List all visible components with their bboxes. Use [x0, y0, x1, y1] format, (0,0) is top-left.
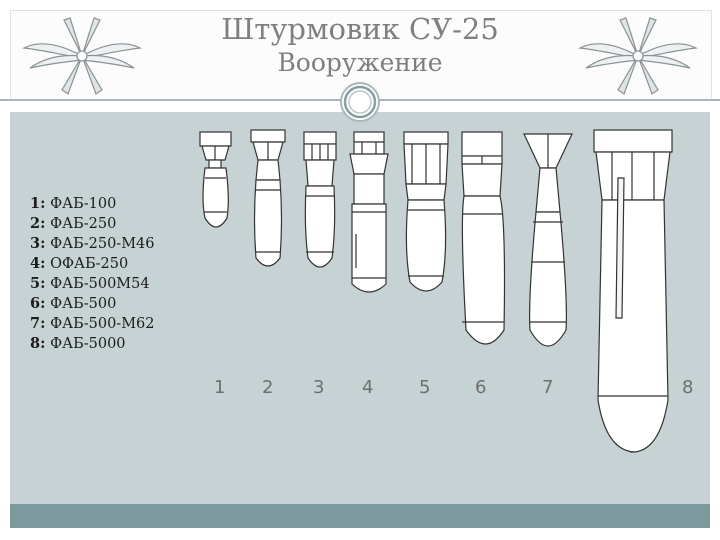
legend-item: 1: ФАБ-100 — [30, 194, 220, 214]
title-line-2: Вооружение — [277, 48, 443, 77]
legend-item: 2: ФАБ-250 — [30, 214, 220, 234]
bomb-number-label: 2 — [262, 377, 274, 398]
legend-number: 1: — [30, 195, 46, 212]
legend-number: 8: — [30, 335, 46, 352]
bomb-number-label: 5 — [419, 377, 431, 398]
legend-number: 3: — [30, 235, 46, 252]
legend-item: 4: ОФАБ-250 — [30, 254, 220, 274]
legend-name: ФАБ-100 — [50, 196, 117, 212]
legend-name: ОФАБ-250 — [50, 256, 129, 272]
legend-item: 3: ФАБ-250-М46 — [30, 234, 220, 254]
legend-item: 6: ФАБ-500 — [30, 294, 220, 314]
air-force-emblem-icon — [577, 17, 699, 95]
legend-number: 6: — [30, 295, 46, 312]
legend-name: ФАБ-500 — [50, 296, 117, 312]
bomb-number-label: 3 — [313, 377, 325, 398]
ring-ornament-icon — [340, 82, 380, 122]
bomb-number-label: 6 — [475, 377, 487, 398]
legend-item: 7: ФАБ-500-М62 — [30, 314, 220, 334]
title-line-1: Штурмовик СУ-25 — [221, 12, 499, 46]
bomb-legend: 1: ФАБ-100 2: ФАБ-250 3: ФАБ-250-М46 4: … — [30, 194, 220, 354]
legend-number: 5: — [30, 275, 46, 292]
footer-bar — [10, 504, 710, 528]
legend-name: ФАБ-250-М46 — [50, 236, 155, 252]
legend-name: ФАБ-5000 — [50, 336, 126, 352]
legend-name: ФАБ-250 — [50, 216, 117, 232]
legend-item: 5: ФАБ-500М54 — [30, 274, 220, 294]
bomb-number-label: 8 — [682, 377, 694, 398]
legend-number: 4: — [30, 255, 46, 272]
air-force-emblem-icon — [21, 17, 143, 95]
bomb-number-label: 7 — [542, 377, 554, 398]
bomb-number-label: 4 — [362, 377, 374, 398]
header-band: Штурмовик СУ-25 Вооружение — [0, 0, 720, 112]
legend-name: ФАБ-500М54 — [50, 276, 150, 292]
legend-number: 7: — [30, 315, 46, 332]
legend-item: 8: ФАБ-5000 — [30, 334, 220, 354]
bomb-number-label: 1 — [214, 377, 226, 398]
legend-number: 2: — [30, 215, 46, 232]
legend-name: ФАБ-500-М62 — [50, 316, 155, 332]
